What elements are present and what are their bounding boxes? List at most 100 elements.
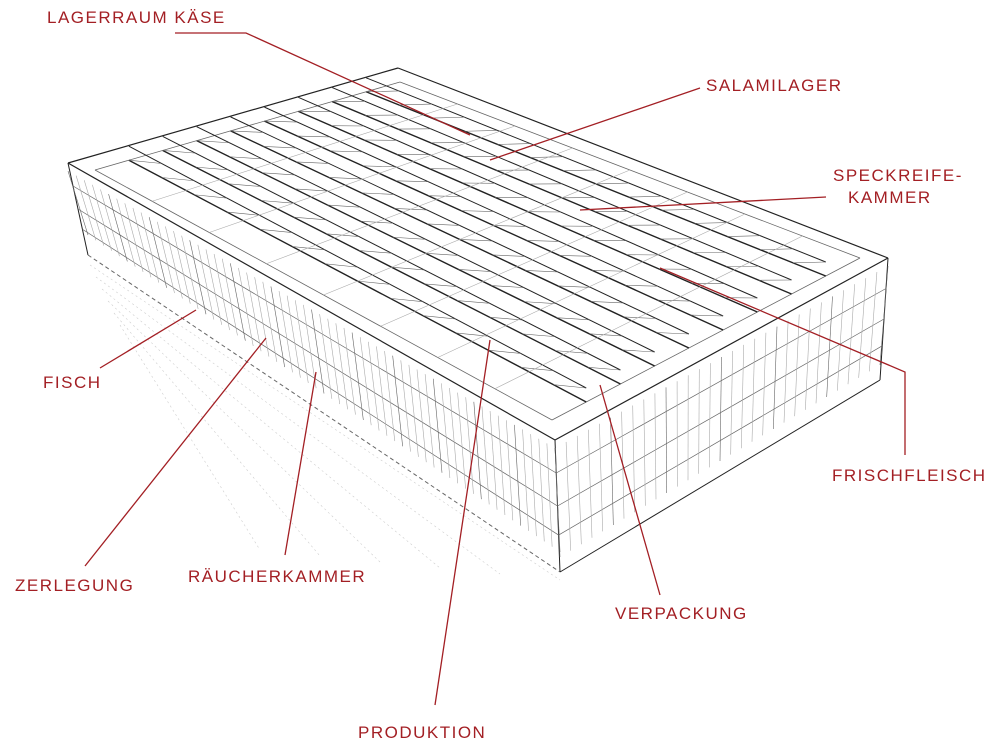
roof-purlin — [209, 125, 516, 233]
mullion — [311, 309, 325, 394]
mullion — [497, 415, 506, 516]
leader-produktion — [434, 339, 491, 706]
mullion — [343, 327, 356, 415]
leader-salamilager — [489, 87, 701, 161]
mullion — [826, 296, 833, 398]
mullion — [286, 295, 301, 378]
mullion — [588, 429, 593, 538]
mullion — [837, 290, 844, 391]
mullion — [506, 420, 514, 521]
leader-speckreife-kammer — [579, 196, 827, 211]
mullion — [359, 337, 372, 426]
roof-purlin — [323, 169, 631, 296]
truss-brace — [161, 177, 195, 182]
truss-brace — [522, 333, 556, 337]
truss-brace — [458, 269, 492, 272]
base-edge — [559, 379, 881, 573]
truss-brace — [489, 316, 523, 321]
mullion — [221, 258, 238, 336]
truss-brace — [556, 317, 590, 321]
truss-brace — [459, 239, 493, 242]
truss-brace — [525, 270, 558, 273]
truss-brace — [488, 349, 521, 354]
truss-brace — [559, 255, 593, 257]
mullion — [303, 304, 317, 389]
truss-brace — [293, 216, 327, 221]
truss-brace — [263, 146, 297, 149]
truss-brace — [361, 192, 395, 195]
truss-brace — [292, 246, 325, 251]
truss-brace — [358, 250, 392, 254]
ground-line — [89, 264, 561, 581]
mullion — [392, 355, 403, 447]
mullion — [205, 249, 223, 325]
mullion — [368, 341, 380, 431]
roof-edge — [67, 162, 556, 441]
mullion — [489, 411, 498, 510]
roof-truss-top — [196, 126, 655, 353]
truss-brace — [595, 182, 629, 185]
truss-brace — [456, 300, 490, 304]
mullion — [481, 406, 490, 505]
truss-brace — [195, 166, 229, 171]
mullion — [213, 254, 230, 331]
truss-brace — [623, 316, 657, 319]
mullion — [189, 240, 207, 315]
roof-purlin — [380, 191, 688, 327]
roof-purlin — [494, 235, 803, 390]
floor-line — [82, 228, 559, 536]
truss-brace — [390, 298, 423, 302]
mullion — [665, 387, 667, 494]
truss-brace — [589, 333, 622, 337]
mullion — [400, 360, 411, 452]
truss-brace — [426, 223, 460, 226]
mullion — [416, 369, 427, 463]
label-lagerraum-kaese: LAGERRAUM KÄSE — [47, 8, 226, 27]
mullion — [67, 170, 89, 236]
truss-brace — [425, 253, 459, 256]
mullion — [538, 438, 545, 542]
mullion — [132, 207, 152, 278]
truss-brace — [760, 248, 793, 250]
truss-brace — [492, 254, 526, 257]
mullion — [741, 344, 744, 449]
mullion — [181, 235, 199, 310]
roof-edge — [397, 67, 889, 259]
leader-zerlegung — [84, 337, 267, 567]
mullion — [441, 383, 451, 479]
truss-brace — [455, 332, 489, 337]
label-salamilager: SALAMILAGER — [706, 76, 843, 95]
mullion — [432, 378, 443, 473]
truss-brace — [690, 314, 724, 317]
truss-brace — [431, 116, 465, 119]
truss-brace — [328, 177, 362, 180]
parapet-edge — [551, 257, 861, 421]
mullion — [522, 429, 529, 531]
truss-brace — [357, 280, 391, 285]
mullion — [473, 401, 482, 500]
truss-brace — [590, 301, 624, 304]
label-produktion: PRODUKTION — [358, 723, 487, 742]
mullion — [230, 263, 246, 341]
mullion — [783, 320, 789, 423]
mullion — [278, 290, 293, 373]
mullion — [762, 332, 767, 436]
mullion — [599, 423, 603, 532]
mullion — [124, 203, 144, 273]
mullion — [730, 350, 733, 455]
truss-brace — [493, 225, 527, 227]
mullion — [262, 281, 278, 362]
roof-edge — [554, 257, 889, 441]
mullion — [709, 363, 711, 468]
truss-brace — [727, 235, 761, 237]
truss-brace — [422, 315, 456, 320]
mullion — [546, 443, 553, 547]
base-edge — [87, 254, 561, 573]
truss-brace — [260, 200, 294, 204]
mullion — [610, 417, 614, 526]
truss-brace — [530, 156, 564, 158]
truss-brace — [228, 183, 261, 187]
